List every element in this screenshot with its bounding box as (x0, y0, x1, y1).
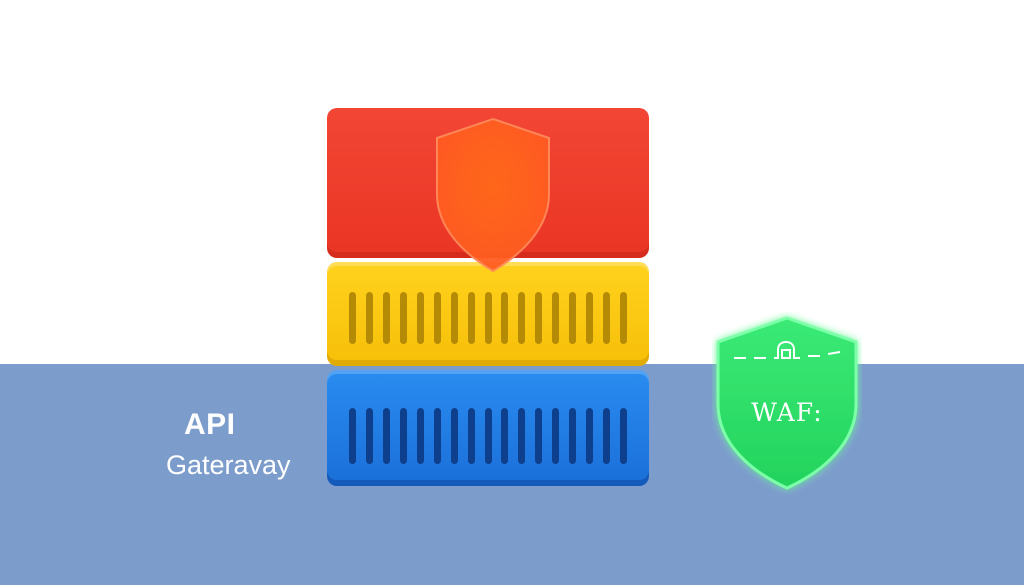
vent-slot (416, 292, 424, 344)
vent-slot (535, 408, 543, 464)
vent-slot (382, 292, 390, 344)
vent-slot (416, 408, 424, 464)
vent-slot (467, 408, 475, 464)
server-bottom-layer (327, 370, 649, 486)
waf-shield-icon (716, 316, 858, 490)
vent-slot (518, 292, 526, 344)
api-gateway-label-line2: Gateravay (166, 450, 291, 480)
vent-slot (399, 292, 407, 344)
middle-layer-vents (349, 292, 627, 344)
vent-slot (365, 292, 373, 344)
vent-slot (586, 292, 594, 344)
vent-slot (433, 292, 441, 344)
bottom-layer-vents (349, 408, 627, 464)
vent-slot (467, 292, 475, 344)
vent-slot (450, 408, 458, 464)
vent-slot (399, 408, 407, 464)
server-middle-layer (327, 262, 649, 366)
vent-slot (552, 292, 560, 344)
vent-slot (501, 408, 509, 464)
vent-slot (433, 408, 441, 464)
api-gateway-label-line1: API (184, 408, 236, 441)
vent-slot (569, 408, 577, 464)
vent-slot (603, 292, 611, 344)
vent-slot (518, 408, 526, 464)
vent-slot (501, 292, 509, 344)
vent-slot (569, 292, 577, 344)
vent-slot (349, 292, 356, 344)
vent-slot (552, 408, 560, 464)
vent-slot (484, 408, 492, 464)
vent-slot (484, 292, 492, 344)
shield-icon (436, 117, 550, 273)
vent-slot (586, 408, 594, 464)
vent-slot (349, 408, 356, 464)
vent-slot (620, 408, 627, 464)
lock-icon (734, 340, 841, 359)
vent-slot (365, 408, 373, 464)
vent-slot (535, 292, 543, 344)
vent-slot (603, 408, 611, 464)
vent-slot (450, 292, 458, 344)
waf-label: WAF: (751, 398, 823, 427)
vent-slot (382, 408, 390, 464)
vent-slot (620, 292, 627, 344)
